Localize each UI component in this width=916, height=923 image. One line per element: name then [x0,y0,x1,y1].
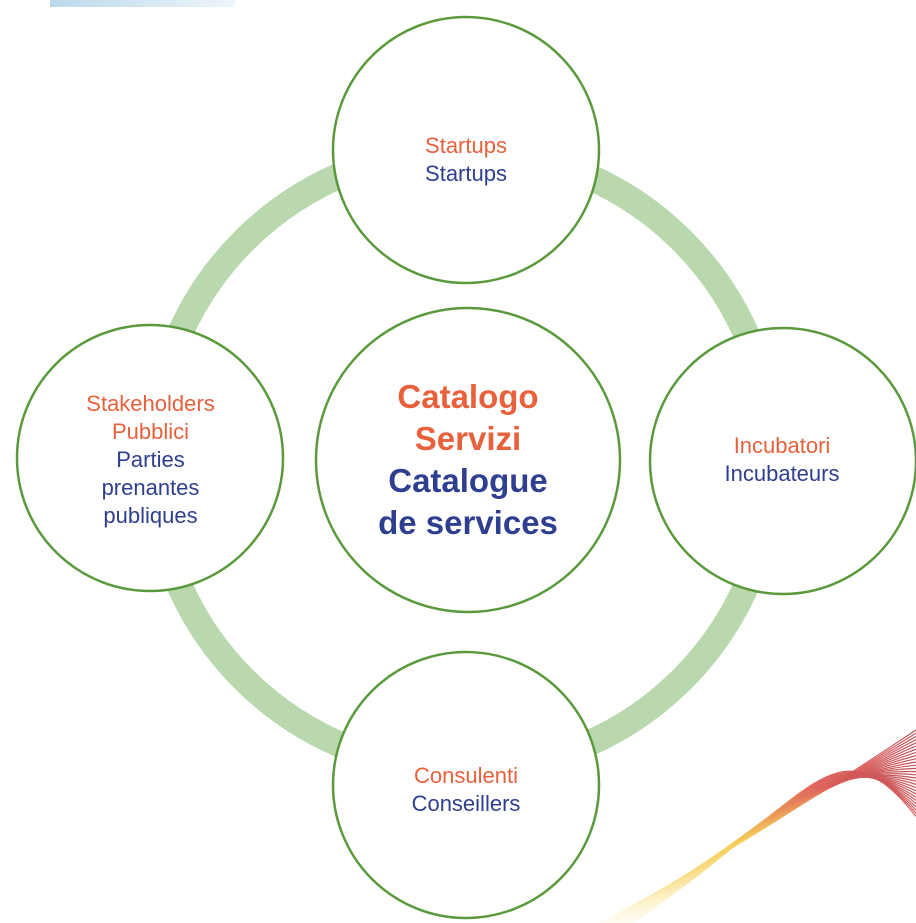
node-consulenti-label-it: Consulenti [414,763,518,788]
node-incubatori-label-it: Incubatori [733,433,831,458]
wave-line [627,774,916,923]
wave-line [622,776,916,923]
decorative-wave [599,729,916,923]
wave-line [628,773,916,923]
wave-line [626,775,916,923]
node-startups-label-it: Startups [425,133,507,158]
center-title-fr-2: de services [378,504,558,541]
node-stakeholders: Stakeholders Pubblici Parties prenantes … [18,350,283,570]
node-stakeholders-label-it-2: Pubblici [111,419,190,444]
left-circle [15,323,285,593]
wave-line [624,775,916,923]
wave-line [630,771,916,923]
node-catalogo-servizi: Catalogo Servizi Catalogue de services [318,300,618,620]
wave-line [629,772,916,923]
node-incubatori-label-fr: Incubateurs [724,461,840,486]
top-circle [331,15,601,285]
center-title-fr-1: Catalogue [388,462,548,499]
right-circle [648,326,916,596]
bottom-circle [331,650,601,920]
center-circle [314,306,622,614]
center-title-it-1: Catalogo [397,378,539,415]
header-strip [50,0,235,7]
node-consulenti-label-fr: Conseillers [411,791,521,816]
node-stakeholders-label-it-1: Stakeholders [86,391,215,416]
node-consulenti: Consulenti Conseillers [336,720,596,860]
node-startups-label-fr: Startups [425,161,507,186]
node-stakeholders-label-fr-2: prenantes [101,475,200,500]
wave-line [632,770,916,923]
node-stakeholders-label-fr-3: publiques [103,503,198,528]
node-startups: Startups Startups [336,90,596,230]
node-incubatori: Incubatori Incubateurs [652,390,912,530]
node-stakeholders-label-fr-1: Parties [116,447,185,472]
wave-line [623,776,916,923]
wave-line [621,776,916,923]
center-title-it-2: Servizi [414,420,522,457]
